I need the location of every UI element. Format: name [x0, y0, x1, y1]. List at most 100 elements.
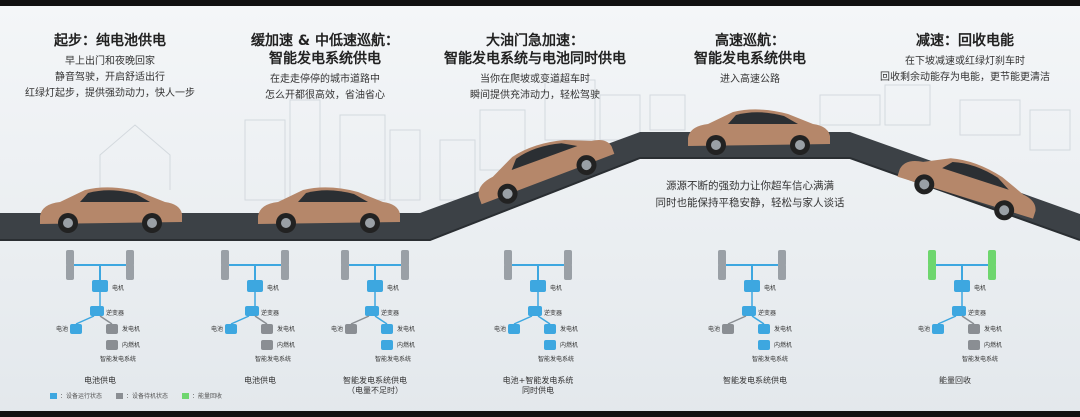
battery-icon	[70, 324, 82, 334]
engine-label: 内燃机	[774, 341, 792, 349]
legend-label: ：设备运行状态	[60, 393, 103, 400]
generator-icon	[968, 324, 980, 334]
desc-line: 回收剩余动能存为电能，更节能更清洁	[880, 72, 1050, 83]
link-line	[537, 315, 551, 325]
inverter-label: 逆变器	[381, 309, 399, 317]
link-line	[230, 315, 250, 325]
wheel-icon	[504, 250, 512, 266]
car-hub	[581, 160, 592, 171]
powertrain-diagram: 电机逆变器电池发电机内燃机智能发电系统	[331, 250, 415, 363]
inverter-icon	[952, 306, 966, 316]
powertrain-diagram: 电机逆变器电池发电机内燃机智能发电系统	[494, 250, 578, 363]
inverter-label: 逆变器	[758, 309, 776, 317]
desc-line: 红绿灯起步，提供强劲动力，快人一步	[25, 88, 195, 99]
car-hub	[365, 218, 375, 228]
generator-icon	[544, 324, 556, 334]
engine-label: 内燃机	[122, 341, 140, 349]
link-line	[374, 315, 388, 325]
link-line	[961, 315, 975, 325]
car	[897, 158, 1036, 221]
title-line: 智能发电系统供电	[269, 51, 381, 67]
stage-4-desc: 进入高速公路	[660, 72, 840, 88]
generator-icon	[106, 324, 118, 334]
caption-line: （电量不足时）	[347, 386, 403, 395]
title-line: 智能发电系统与电池同时供电	[444, 51, 626, 67]
legend-label: ：能量回收	[192, 393, 223, 400]
motor-label: 电机	[764, 284, 776, 292]
system-label: 智能发电系统	[255, 355, 291, 363]
battery-label: 电池	[56, 325, 68, 333]
system-label: 智能发电系统	[538, 355, 574, 363]
link-line	[99, 315, 113, 325]
wheel-icon	[718, 264, 726, 280]
motor-label: 电机	[387, 284, 399, 292]
motor-label: 电机	[112, 284, 124, 292]
battery-icon	[722, 324, 734, 334]
engine-icon	[968, 340, 980, 350]
stage-2-title: 缓加速 & 中低速巡航： 智能发电系统供电	[225, 32, 425, 68]
wheel-icon	[504, 264, 512, 280]
link-line	[75, 315, 95, 325]
car-hub	[147, 218, 157, 228]
wheel-icon	[126, 264, 134, 280]
wheel-icon	[281, 264, 289, 280]
generator-label: 发电机	[774, 325, 792, 333]
wheel-icon	[221, 250, 229, 266]
desc-line: 瞬间提供充沛动力，轻松驾驶	[470, 90, 600, 101]
engine-label: 内燃机	[277, 341, 295, 349]
car-window	[298, 190, 368, 202]
inverter-icon	[90, 306, 104, 316]
wheel-icon	[341, 250, 349, 266]
car-hub	[919, 179, 930, 190]
car-window	[511, 143, 578, 170]
inverter-label: 逆变器	[968, 309, 986, 317]
wheel-icon	[66, 264, 74, 280]
caption-3: 智能发电系统供电 （电量不足时）	[330, 376, 420, 396]
wheel-icon	[281, 250, 289, 266]
engine-label: 内燃机	[984, 341, 1002, 349]
title-line: 智能发电系统供电	[694, 51, 806, 67]
highway-line: 源源不断的强劲力让你超车信心满满	[666, 180, 834, 192]
generator-label: 发电机	[277, 325, 295, 333]
legend-swatch-active	[50, 392, 57, 399]
powertrain-diagram: 电机逆变器电池发电机内燃机智能发电系统	[56, 250, 140, 363]
motor-icon	[954, 280, 970, 292]
desc-line: 当你在爬坡或变道超车时	[480, 74, 590, 85]
car-window	[80, 190, 150, 202]
caption-6: 能量回收	[939, 376, 971, 385]
stage-1-desc: 早上出门和夜晚回家 静音驾驶，开启舒适出行 红绿灯起步，提供强劲动力，快人一步	[10, 54, 210, 102]
motor-icon	[92, 280, 108, 292]
engine-icon	[381, 340, 393, 350]
bottom-border	[0, 411, 1080, 417]
highway-line: 同时也能保持平稳安静，轻松与家人谈话	[655, 197, 845, 209]
battery-label: 电池	[211, 325, 223, 333]
caption-4: 电池+智能发电系统 同时供电	[488, 376, 588, 396]
wheel-icon	[221, 264, 229, 280]
motor-icon	[247, 280, 263, 292]
caption-line: 智能发电系统供电	[343, 376, 407, 385]
caption-line: 电池+智能发电系统	[502, 376, 574, 385]
motor-icon	[744, 280, 760, 292]
highway-text: 源源不断的强劲力让你超车信心满满 同时也能保持平稳安静，轻松与家人谈话	[640, 178, 860, 212]
title-line: 高速巡航：	[715, 33, 785, 49]
desc-line: 静音驾驶，开启舒适出行	[55, 72, 165, 83]
wheel-icon	[401, 250, 409, 266]
top-border	[0, 0, 1080, 6]
legend-swatch-standby	[116, 392, 124, 399]
car-window	[942, 161, 1009, 190]
wheel-icon	[778, 250, 786, 266]
battery-icon	[225, 324, 237, 334]
engine-icon	[106, 340, 118, 350]
car-hub	[63, 218, 73, 228]
wheel-icon	[341, 264, 349, 280]
wheel-icon	[126, 250, 134, 266]
system-label: 智能发电系统	[100, 355, 136, 363]
car	[478, 140, 615, 205]
generator-icon	[758, 324, 770, 334]
stage-2: 缓加速 & 中低速巡航： 智能发电系统供电 在走走停停的城市道路中 怎么开都很高…	[225, 32, 425, 104]
car-hub	[711, 140, 721, 150]
inverter-icon	[742, 306, 756, 316]
stage-3-title: 大油门急加速： 智能发电系统与电池同时供电	[425, 32, 645, 68]
link-line	[350, 315, 370, 325]
